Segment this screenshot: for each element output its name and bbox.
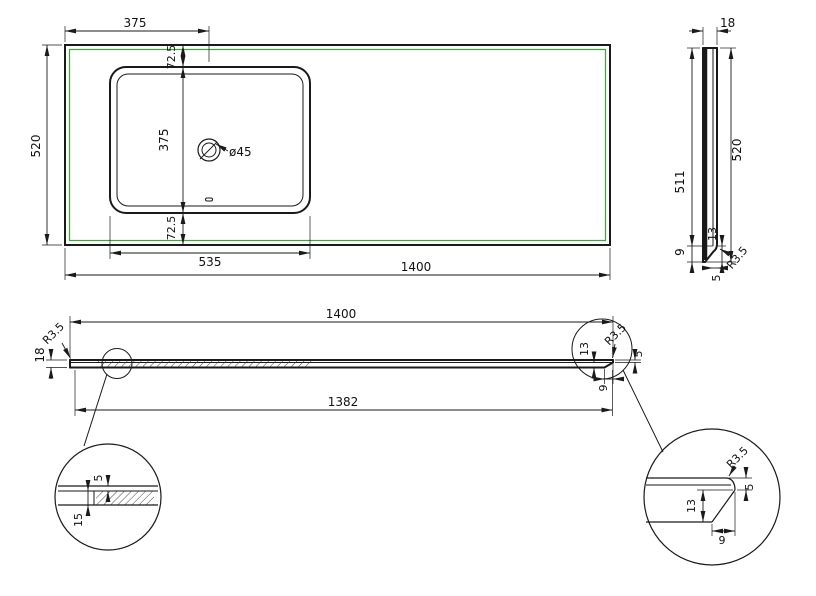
dim-label-side-edge-drop: 9 (673, 248, 687, 256)
dim-label-front-edge-radius: R3.5 (602, 321, 629, 348)
dim-label-detail-right-setback: 9 (719, 534, 726, 547)
dim-label-plan-total-width: 1400 (401, 260, 432, 274)
dim-label-plan-sink-width: 535 (199, 255, 222, 269)
detail-view-right: R3.5 5 13 9 (643, 428, 781, 566)
dim-label-plan-inset-top: 72.5 (165, 45, 178, 70)
sink-outer-outline (109, 66, 311, 214)
dim-label-side-lip: 5 (710, 275, 723, 282)
dim-label-plan-sink-depth: 375 (157, 129, 171, 152)
section-hatch (98, 360, 312, 368)
dim-label-plan-inset-bottom: 72.5 (165, 216, 178, 241)
countertop-outline (64, 44, 611, 246)
dim-label-plan-depth: 520 (29, 135, 43, 158)
detail-left-hatch (96, 491, 154, 505)
dim-label-detail-right-edge-height: 13 (685, 499, 698, 513)
dim-label-side-depth: 520 (730, 139, 744, 162)
dim-label-detail-right-lip: 5 (743, 484, 756, 491)
dim-label-plan-width-left: 375 (124, 16, 147, 30)
detail-right-bevel (711, 489, 736, 523)
front-section-view: 1400 1382 R3.5 18 13 R3.5 5 9 (33, 307, 664, 453)
detail-marker-left (101, 348, 133, 379)
dim-label-front-left-radius: R3.5 (40, 320, 67, 347)
dim-label-detail-left-top-layer: 5 (92, 475, 105, 482)
dim-label-front-edge-height: 13 (578, 342, 591, 356)
sink-inner-outline (116, 73, 304, 207)
faucet-hole-slash (199, 141, 218, 160)
dim-label-front-edge-setback: 9 (597, 385, 610, 392)
detail-right-edge-arc (726, 477, 736, 491)
dim-label-front-inner-width: 1382 (328, 395, 359, 409)
dim-label-detail-right-radius: R3.5 (724, 444, 751, 471)
dim-label-detail-left-bottom-layer: 15 (72, 513, 85, 527)
dim-label-side-thickness: 18 (720, 16, 735, 30)
front-right-bevel (603, 361, 614, 369)
dim-label-side-inner-depth: 511 (673, 171, 687, 194)
dim-label-front-lip: 5 (632, 351, 645, 358)
side-view: 18 520 511 9 13 R3.5 5 (673, 16, 750, 282)
dim-label-front-thickness: 18 (33, 347, 47, 362)
countertop-inner-green-outline (68, 48, 607, 242)
detail-view-left: 5 15 (54, 443, 162, 551)
dim-label-faucet-hole: ø45 (229, 145, 252, 159)
detail-leader-right (622, 369, 664, 453)
detail-left-circle (54, 443, 162, 551)
dim-label-side-edge-height: 13 (706, 227, 719, 241)
dim-label-front-total-width: 1400 (326, 307, 357, 321)
plan-view: 375 72.5 375 72.5 520 535 1400 ø45 (29, 16, 611, 280)
detail-right-circle (643, 428, 781, 566)
overflow-slot (205, 197, 213, 202)
dim-label-side-edge-radius: R3.5 (724, 244, 750, 272)
side-edge-profile (702, 243, 718, 263)
